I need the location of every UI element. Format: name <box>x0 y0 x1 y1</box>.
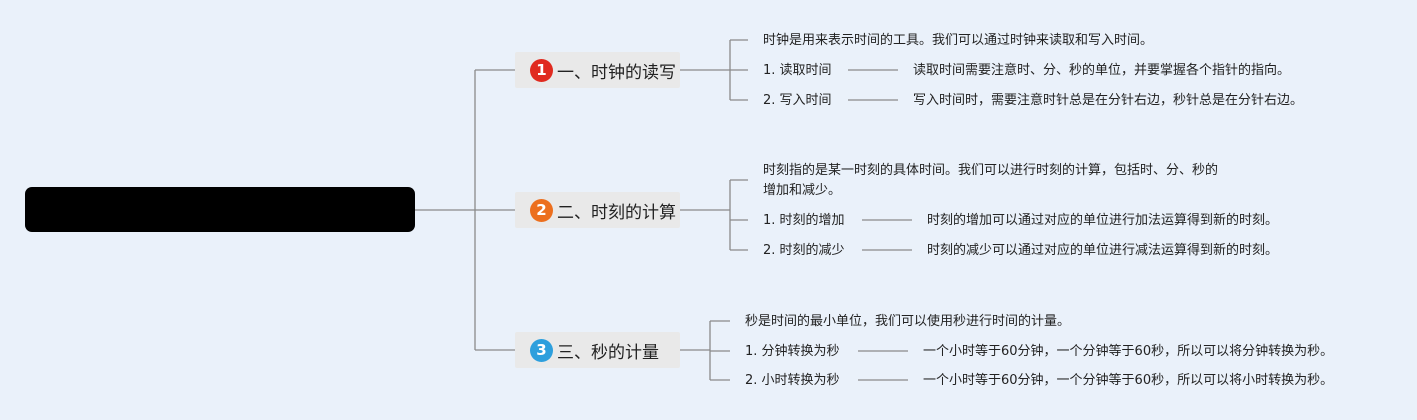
branch-2-number-badge: 2 <box>530 198 553 222</box>
branch-2-item-2-label: 2. 时刻的减少 <box>763 243 845 258</box>
branch-2-label: 二、时刻的计算 <box>557 202 676 223</box>
branch-1-item-1-detail: 读取时间需要注意时、分、秒的单位，并要掌握各个指针的指向。 <box>913 63 1291 78</box>
branch-2-item-1-label: 1. 时刻的增加 <box>763 213 845 228</box>
branch-2-item-2-detail: 时刻的减少可以通过对应的单位进行减法运算得到新的时刻。 <box>927 243 1279 258</box>
branch-1-intro: 时钟是用来表示时间的工具。我们可以通过时钟来读取和写入时间。 <box>763 33 1154 48</box>
branch-1-number-badge: 1 <box>530 58 553 82</box>
branch-2-node[interactable]: 2 二、时刻的计算 <box>515 192 680 228</box>
branch-3-item-1-label: 1. 分钟转换为秒 <box>745 344 840 359</box>
branch-3-label: 三、秒的计量 <box>557 342 659 363</box>
branch-1-item-2-label: 2. 写入时间 <box>763 93 832 108</box>
branch-1-item-1-label: 1. 读取时间 <box>763 63 832 78</box>
branch-3-node[interactable]: 3 三、秒的计量 <box>515 332 680 368</box>
branch-2-intro-line-2: 增加和减少。 <box>763 183 842 198</box>
branch-3-number-badge: 3 <box>530 338 553 362</box>
branch-3-intro: 秒是时间的最小单位，我们可以使用秒进行时间的计量。 <box>745 314 1071 329</box>
root-topic[interactable] <box>25 187 415 232</box>
branch-1-node[interactable]: 1 一、时钟的读写 <box>515 52 680 88</box>
branch-2-item-1-detail: 时刻的增加可以通过对应的单位进行加法运算得到新的时刻。 <box>927 213 1279 228</box>
branch-3-item-1-detail: 一个小时等于60分钟，一个分钟等于60秒，所以可以将分钟转换为秒。 <box>923 344 1334 359</box>
branch-2-intro-line-1: 时刻指的是某一时刻的具体时间。我们可以进行时刻的计算，包括时、分、秒的 <box>763 163 1219 178</box>
branch-1-item-2-detail: 写入时间时，需要注意时针总是在分针右边，秒针总是在分针右边。 <box>913 93 1304 108</box>
branch-3-item-2-detail: 一个小时等于60分钟，一个分钟等于60秒，所以可以将小时转换为秒。 <box>923 373 1334 388</box>
branch-3-item-2-label: 2. 小时转换为秒 <box>745 373 840 388</box>
branch-1-label: 一、时钟的读写 <box>557 62 676 83</box>
